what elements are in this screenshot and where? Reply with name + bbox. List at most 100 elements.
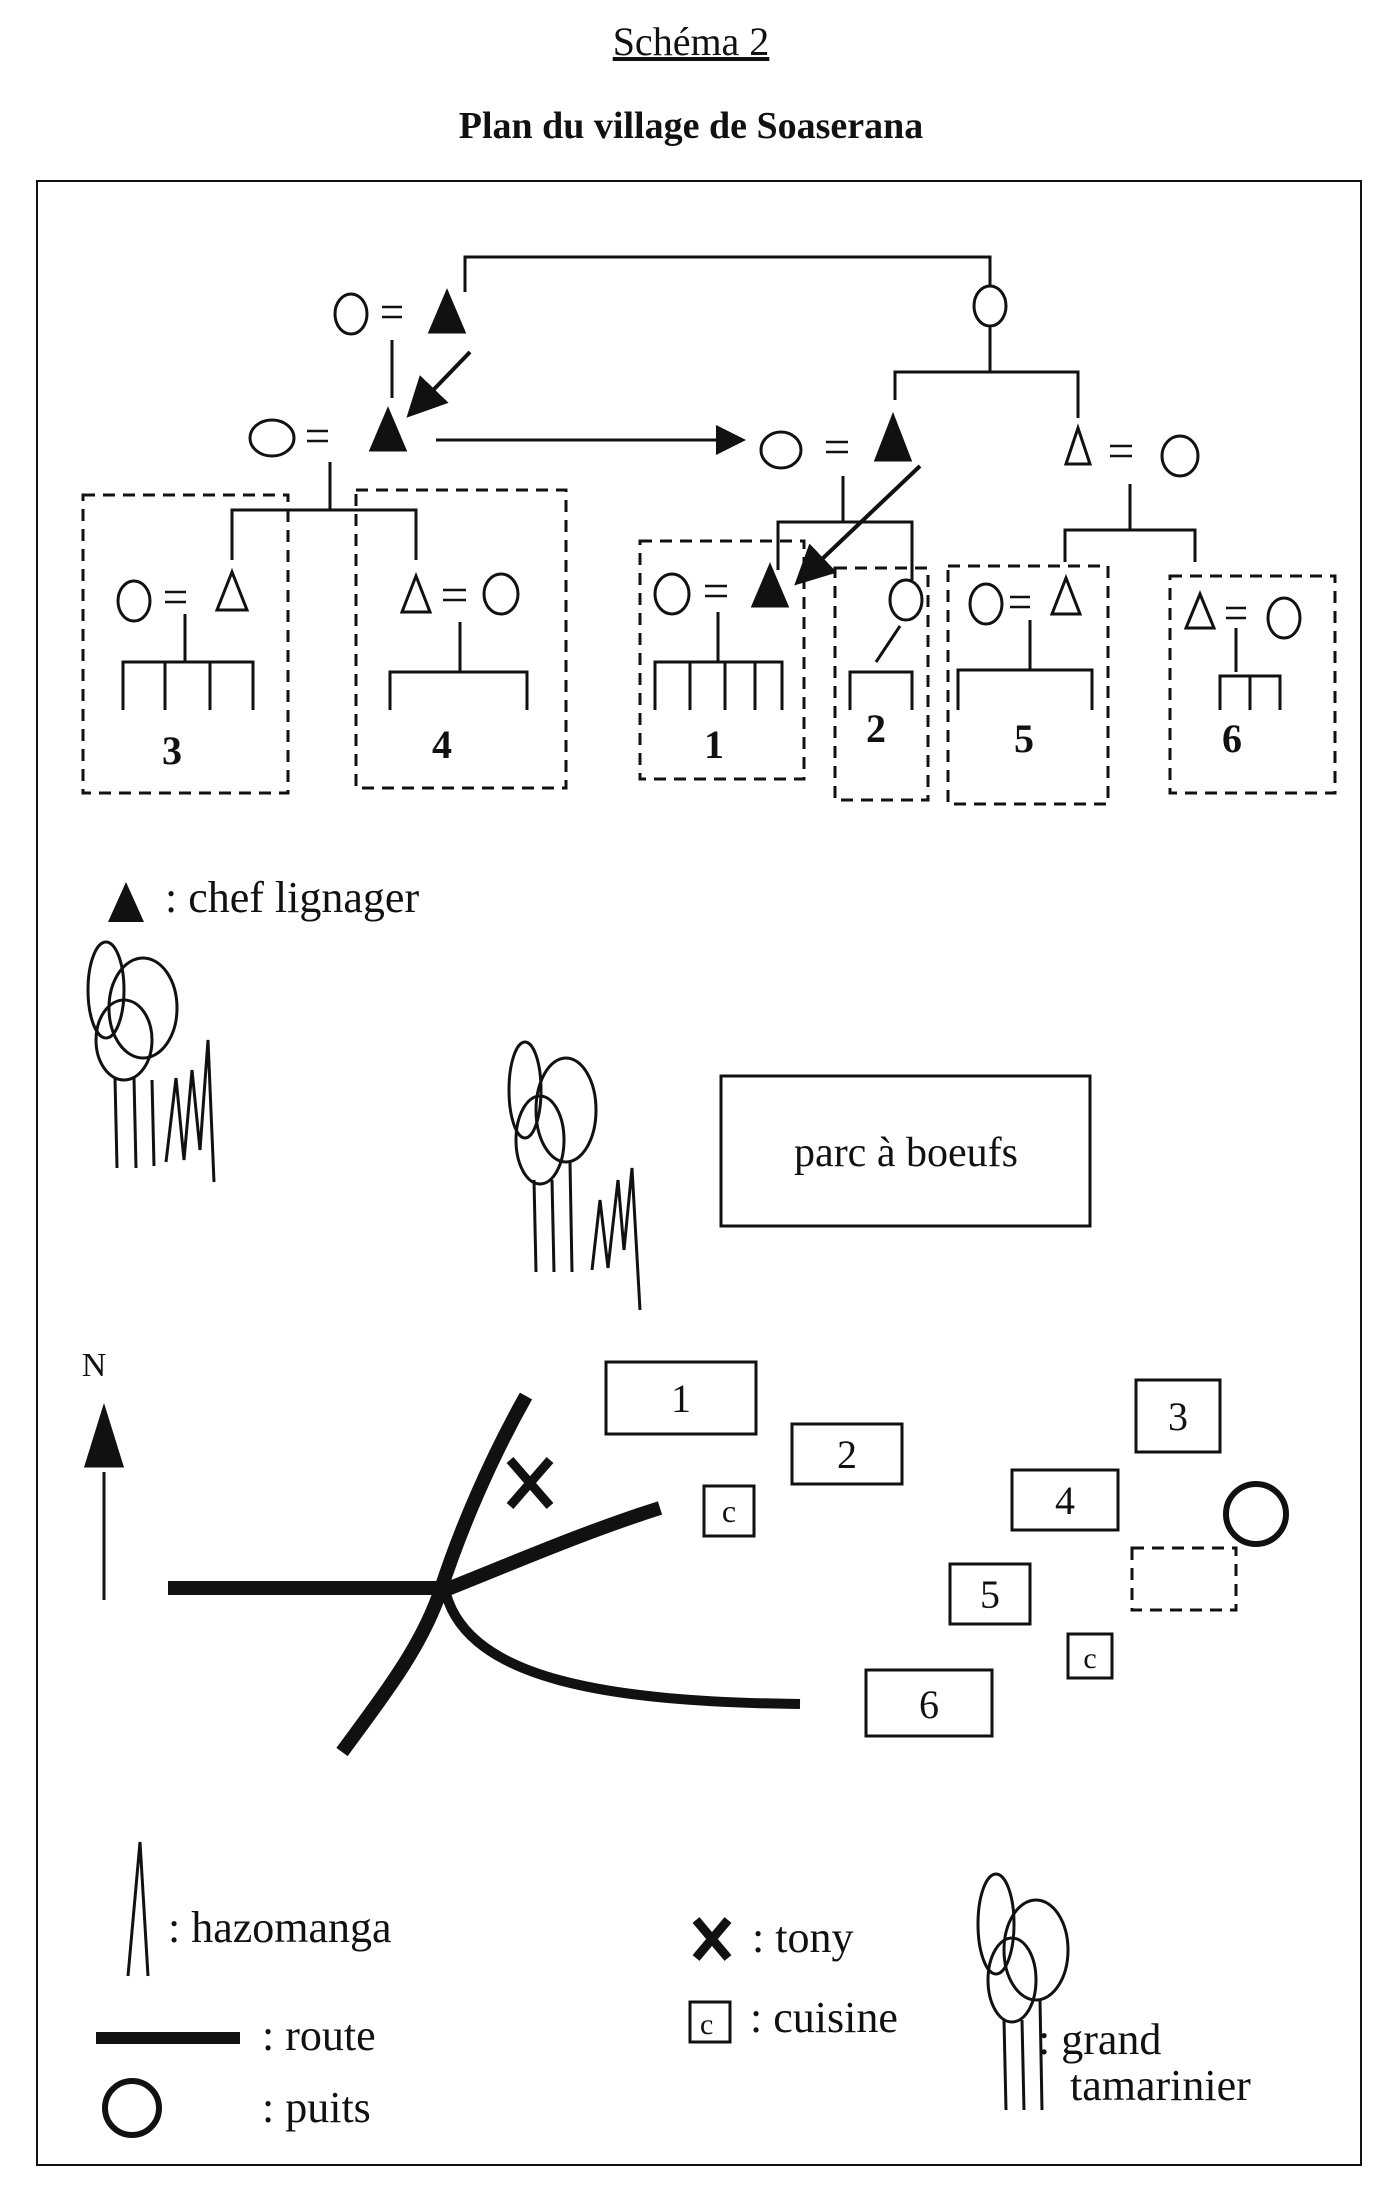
man-symbol bbox=[1063, 423, 1093, 466]
cuisine-legend-symbol: c bbox=[700, 2008, 713, 2041]
household-number: 4 bbox=[432, 722, 452, 767]
sibling-bar bbox=[230, 462, 418, 560]
tony-marker bbox=[506, 1457, 554, 1509]
chief-symbol bbox=[873, 411, 913, 462]
house-4-label: 4 bbox=[1055, 1478, 1075, 1523]
woman-symbol bbox=[482, 572, 520, 616]
household-box-3 bbox=[81, 493, 290, 795]
village-map bbox=[83, 940, 1289, 1757]
marriage-sign bbox=[1010, 595, 1030, 609]
tony-legend-icon bbox=[692, 1917, 732, 1961]
household-number: 6 bbox=[1222, 716, 1242, 761]
man-symbol bbox=[399, 571, 433, 614]
woman-symbol bbox=[333, 292, 369, 336]
household-box-6 bbox=[1168, 574, 1337, 795]
sibling-bar bbox=[776, 476, 914, 580]
children-bar bbox=[848, 625, 914, 710]
well-legend-label: : puits bbox=[262, 2083, 371, 2132]
tamarind-legend-label-2: tamarinier bbox=[1070, 2061, 1251, 2110]
house-2-label: 2 bbox=[837, 1432, 857, 1477]
woman-symbol bbox=[1160, 434, 1200, 478]
tamarind-legend-label-1: : grand bbox=[1038, 2015, 1161, 2064]
man-symbol bbox=[214, 567, 250, 612]
former-house-outline bbox=[1130, 1546, 1238, 1612]
top-connector bbox=[463, 255, 992, 292]
route-legend-label: : route bbox=[262, 2011, 376, 2060]
north-label: N bbox=[82, 1347, 107, 1384]
house-5-label: 5 bbox=[980, 1572, 1000, 1617]
succession-arrow bbox=[406, 350, 472, 418]
kitchen-2-label: c bbox=[1083, 1642, 1096, 1675]
house-6 bbox=[864, 1668, 994, 1738]
children-bar bbox=[653, 612, 784, 710]
marriage-sign bbox=[382, 305, 402, 319]
house-2 bbox=[790, 1422, 904, 1486]
children-bar bbox=[956, 620, 1094, 710]
marriage-sign bbox=[826, 440, 848, 454]
man-symbol bbox=[1183, 590, 1217, 630]
cuisine-legend-icon bbox=[688, 2000, 732, 2044]
cattle-park-label: parc à boeufs bbox=[794, 1130, 1018, 1176]
household-number: 3 bbox=[162, 728, 182, 773]
house-3 bbox=[1134, 1378, 1222, 1454]
cattle-park bbox=[719, 1074, 1092, 1228]
marriage-sign bbox=[1226, 606, 1246, 620]
road bbox=[437, 1501, 663, 1599]
household-box-4 bbox=[354, 488, 568, 790]
woman-symbol bbox=[759, 430, 803, 470]
household-box-5 bbox=[946, 564, 1110, 806]
succession-arrow bbox=[794, 464, 922, 586]
north-arrow-head bbox=[83, 1402, 125, 1468]
children-bar bbox=[388, 622, 529, 710]
chief-symbol bbox=[368, 406, 408, 452]
map-labels: parc à boeufs N 1 2 3 4 5 6 c c bbox=[82, 1130, 1188, 1727]
marriage-sign bbox=[1110, 444, 1132, 458]
sibling-bar bbox=[1063, 484, 1197, 562]
man-symbol bbox=[1049, 573, 1083, 616]
figure-frame bbox=[36, 180, 1362, 2166]
woman-symbol bbox=[653, 572, 691, 616]
hazomanga-legend-icon bbox=[126, 1841, 150, 1977]
woman-symbol bbox=[888, 578, 924, 622]
cuisine-legend-label: : cuisine bbox=[750, 1993, 898, 2042]
marriage-sign bbox=[307, 429, 328, 443]
woman-symbol bbox=[972, 284, 1008, 328]
kitchen-1-label: c bbox=[722, 1493, 736, 1529]
children-bar bbox=[1218, 628, 1282, 710]
woman-symbol bbox=[116, 579, 152, 623]
well-legend-icon bbox=[102, 2078, 162, 2138]
household-number: 5 bbox=[1014, 716, 1034, 761]
house-3-label: 3 bbox=[1168, 1394, 1188, 1439]
woman-symbol bbox=[968, 582, 1004, 626]
house-5 bbox=[948, 1562, 1032, 1626]
tamarind-tree-icon bbox=[507, 1040, 598, 1273]
tamarind-legend-icon bbox=[976, 1872, 1070, 2111]
house-1 bbox=[604, 1360, 758, 1436]
sibling-bar bbox=[893, 326, 1080, 418]
diagram-subtitle: Plan du village de Soaserana bbox=[458, 105, 924, 147]
genealogy-chart bbox=[81, 255, 1337, 806]
chief-symbol bbox=[427, 288, 467, 334]
household-box-2 bbox=[833, 566, 930, 802]
household-number: 2 bbox=[866, 706, 886, 751]
roads bbox=[168, 1392, 801, 1757]
household-numbers: 3 4 1 2 5 6 bbox=[162, 706, 1242, 773]
chief-legend-label: : chef lignager bbox=[165, 873, 419, 922]
diagram-title: Schéma 2 bbox=[612, 19, 770, 64]
household-number: 1 bbox=[704, 722, 724, 767]
woman-symbol bbox=[248, 418, 296, 458]
bottom-legend-labels: : hazomanga : tony c : cuisine : route :… bbox=[168, 1903, 1251, 2132]
children-bar bbox=[121, 614, 255, 710]
hazomanga-icon bbox=[590, 1167, 642, 1311]
kitchen-1 bbox=[702, 1484, 756, 1538]
house-1-label: 1 bbox=[671, 1376, 691, 1421]
house-6-label: 6 bbox=[919, 1682, 939, 1727]
well-icon bbox=[1223, 1481, 1289, 1547]
marriage-sign bbox=[165, 590, 186, 604]
kitchen-2 bbox=[1066, 1632, 1114, 1680]
marriage-sign bbox=[443, 588, 466, 602]
tony-legend-label: : tony bbox=[752, 1913, 853, 1962]
house-4 bbox=[1010, 1468, 1120, 1532]
woman-symbol bbox=[1266, 596, 1302, 640]
